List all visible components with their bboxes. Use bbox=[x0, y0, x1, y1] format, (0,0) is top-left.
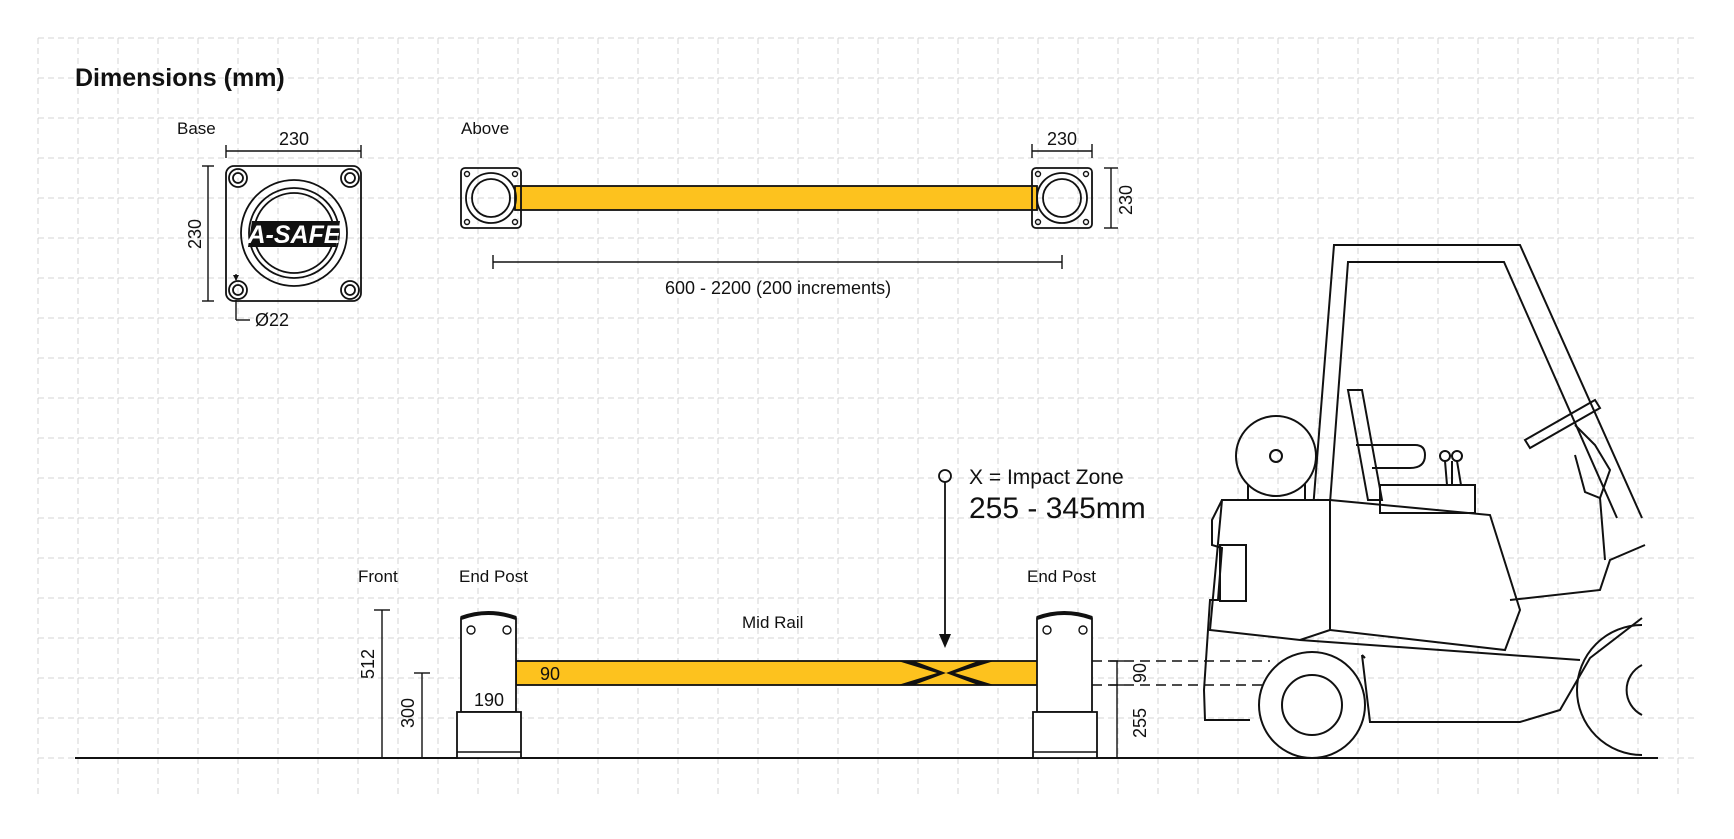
rail-bottom-height-dimension: 255 bbox=[1130, 708, 1150, 738]
impact-zone-label: X = Impact Zone bbox=[969, 466, 1124, 489]
post-height-dimension: 512 bbox=[358, 649, 378, 679]
end-post-right-label: End Post bbox=[1027, 567, 1096, 586]
front-mid-rail bbox=[515, 660, 1041, 686]
base-view: Base 230 230 A-SAFE Ø22 bbox=[177, 119, 362, 330]
impact-zone-callout: X = Impact Zone 255 - 345mm bbox=[938, 466, 1146, 648]
arrow-down-icon bbox=[939, 634, 951, 648]
rail-height-label: 90 bbox=[540, 664, 560, 684]
base-height-dimension: 230 bbox=[185, 219, 205, 249]
base-width-dimension: 230 bbox=[279, 129, 309, 149]
forklift-icon bbox=[1202, 244, 1646, 759]
front-left-end-post: 190 bbox=[456, 611, 522, 759]
asafe-logo-icon: A-SAFE bbox=[246, 221, 342, 249]
bolt-holes bbox=[228, 168, 360, 300]
above-rail bbox=[514, 185, 1038, 211]
impact-zone-range: 255 - 345mm bbox=[969, 492, 1146, 525]
hole-diameter-label: Ø22 bbox=[255, 310, 289, 330]
impact-x-icon bbox=[898, 661, 994, 685]
front-right-end-post bbox=[1032, 611, 1098, 759]
front-view-label: Front bbox=[358, 567, 398, 586]
above-view: Above 230 230 600 bbox=[460, 119, 1136, 298]
above-view-label: Above bbox=[461, 119, 509, 138]
rail-top-height-dimension: 300 bbox=[398, 698, 418, 728]
base-plate bbox=[225, 165, 362, 302]
rail-section-height-dimension: 90 bbox=[1130, 663, 1150, 683]
base-view-label: Base bbox=[177, 119, 216, 138]
logo-text: A-SAFE bbox=[246, 221, 341, 249]
above-left-post bbox=[460, 167, 522, 229]
above-right-post bbox=[1031, 167, 1093, 229]
post-diameter-label: 190 bbox=[474, 690, 504, 710]
mid-rail-label: Mid Rail bbox=[742, 613, 803, 632]
end-post-left-label: End Post bbox=[459, 567, 528, 586]
front-view: Front End Post End Post Mid Rail 512 300… bbox=[75, 567, 1658, 759]
above-post-width-dimension: 230 bbox=[1047, 129, 1077, 149]
rail-length-dimension: 600 - 2200 (200 increments) bbox=[665, 278, 891, 298]
page-title: Dimensions (mm) bbox=[75, 64, 285, 92]
above-post-depth-dimension: 230 bbox=[1116, 185, 1136, 215]
